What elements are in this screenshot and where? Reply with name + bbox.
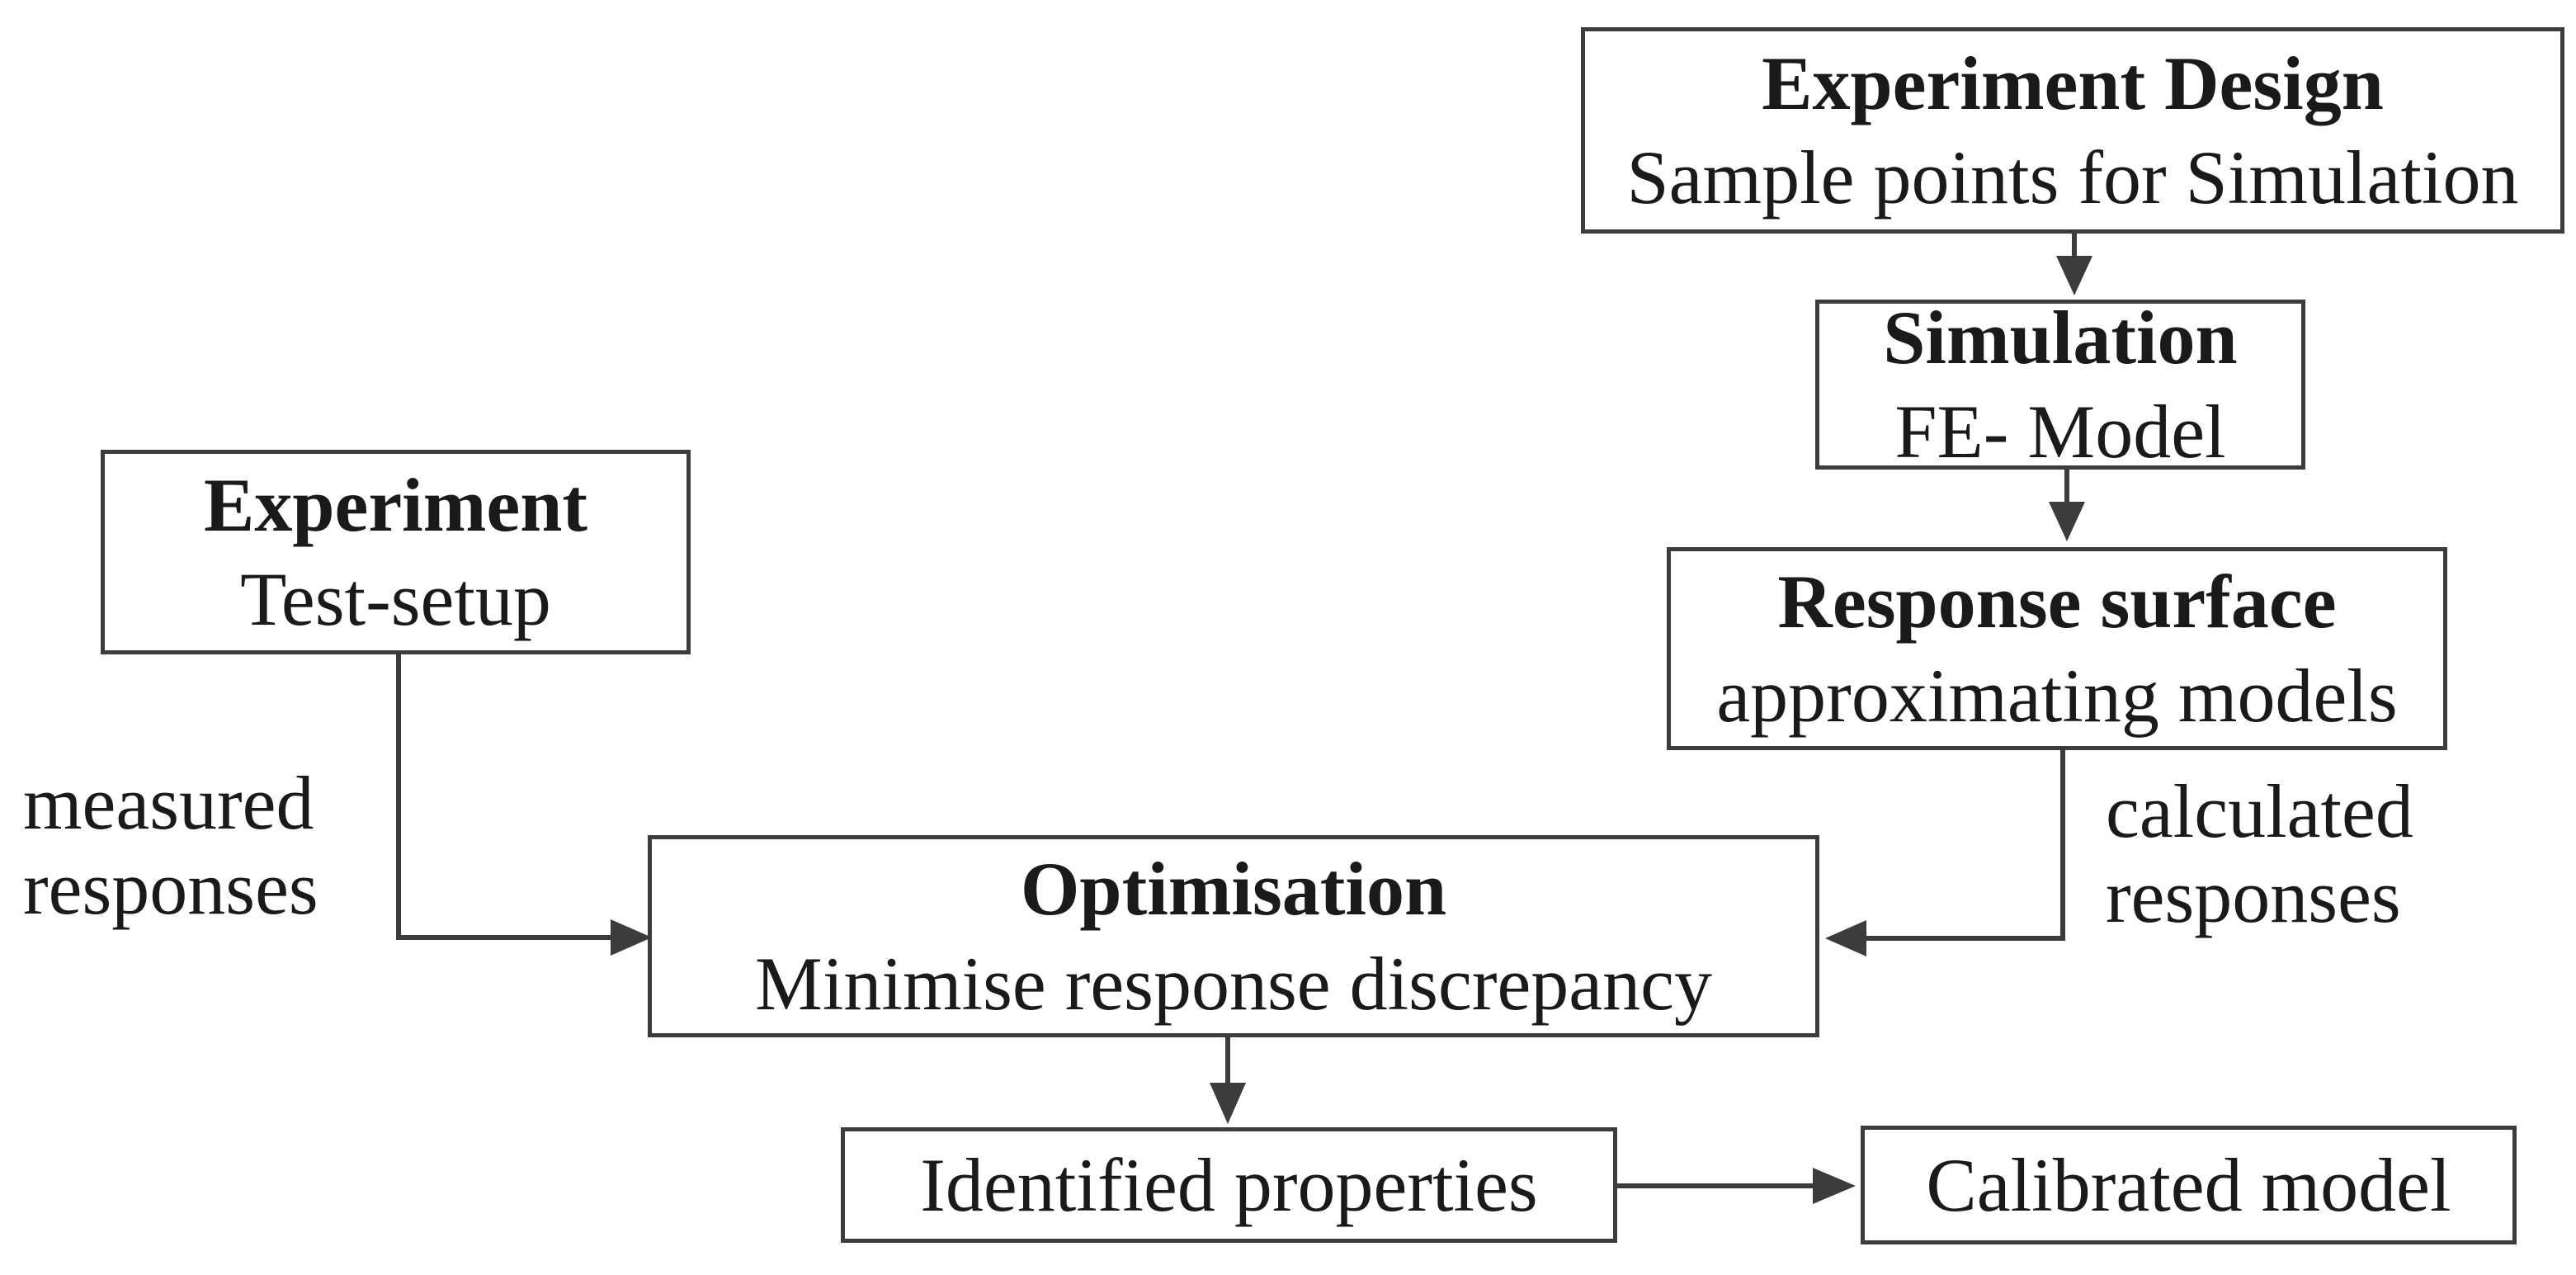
node-label: Calibrated model <box>1926 1142 2451 1227</box>
edge-label-line: calculated <box>2106 769 2413 853</box>
edge-label-line: measured <box>23 761 314 845</box>
node-title: Experiment <box>203 462 588 547</box>
arrowhead-optimisation-to-identified-properties <box>1210 1083 1246 1124</box>
arrowhead-response-surface-to-optimisation <box>1825 920 1866 956</box>
node-subtitle: Test-setup <box>240 557 551 641</box>
node-subtitle: FE- Model <box>1894 390 2226 474</box>
node-title: Response surface <box>1777 559 2337 644</box>
node-title: Experiment Design <box>1762 40 2384 125</box>
arrowhead-experiment-to-optimisation <box>611 919 652 956</box>
arrowhead-simulation-to-response-surface <box>2049 502 2085 541</box>
arrowhead-identified-properties-to-calibrated-model <box>1813 1168 1856 1204</box>
node-identified-properties: Identified properties <box>841 1127 1617 1243</box>
node-response-surface: Response surface approximating models <box>1667 547 2447 750</box>
node-title: Optimisation <box>1020 847 1447 932</box>
node-subtitle: Sample points for Simulation <box>1626 135 2519 220</box>
node-experiment-design: Experiment Design Sample points for Simu… <box>1581 27 2564 234</box>
node-label: Identified properties <box>920 1142 1538 1227</box>
edge-label-line: responses <box>2106 854 2401 939</box>
node-title: Simulation <box>1883 295 2238 380</box>
edge-label-measured-responses: measured responses <box>23 761 318 931</box>
arrow-experiment-to-optimisation <box>396 654 611 940</box>
arrowhead-experiment-design-to-simulation <box>2056 256 2092 295</box>
node-optimisation: Optimisation Minimise response discrepan… <box>648 835 1819 1037</box>
arrow-response-surface-to-optimisation <box>1866 750 2065 941</box>
node-simulation: Simulation FE- Model <box>1815 295 2305 474</box>
edge-label-calculated-responses: calculated responses <box>2106 769 2413 939</box>
edge-label-line: responses <box>23 846 318 931</box>
node-experiment: Experiment Test-setup <box>101 450 691 654</box>
node-subtitle: Minimise response discrepancy <box>755 941 1712 1026</box>
node-calibrated-model: Calibrated model <box>1861 1126 2517 1244</box>
node-subtitle: approximating models <box>1716 654 2398 738</box>
